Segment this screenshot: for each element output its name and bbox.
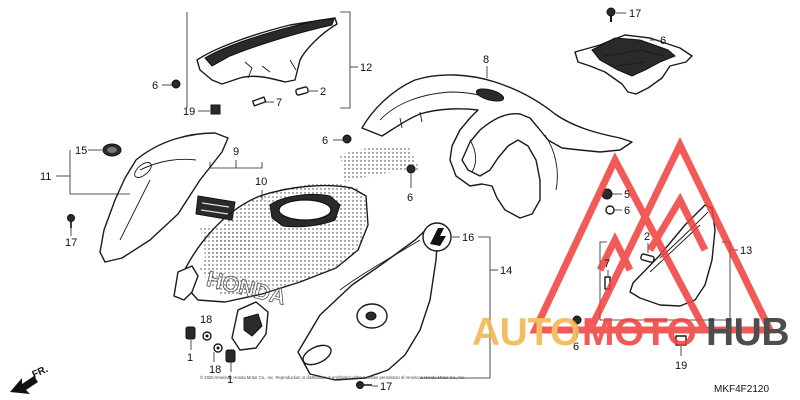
part-5-meter-bracket — [574, 34, 693, 95]
callout-2-upper: 2 — [320, 86, 326, 98]
callout-11: 11 — [40, 171, 51, 183]
callout-19-right: 19 — [675, 360, 687, 372]
part-14-side-cover — [297, 223, 439, 381]
callout-17-bottom: 17 — [380, 381, 392, 393]
callout-13: 13 — [740, 245, 752, 257]
part-2-clip-upper — [295, 86, 318, 96]
callout-6-cowl: 6 — [322, 135, 328, 147]
part-2-clip-right — [640, 243, 655, 263]
part-1-bolt-b — [225, 349, 236, 372]
part-12-bracket — [186, 11, 358, 109]
callout-7-right: 7 — [604, 258, 610, 270]
diagram-code: MKF4F2120 — [714, 384, 769, 395]
callout-6-upper: 6 — [152, 80, 158, 92]
callout-16: 16 — [462, 232, 474, 244]
part-14-16-leaders — [420, 236, 498, 379]
part-3-grommet — [601, 188, 622, 200]
cowl-stipple — [340, 145, 420, 182]
part-16-wing-emblem — [422, 222, 460, 252]
callout-6-mid: 6 — [407, 192, 413, 204]
part-9-decal — [195, 195, 236, 221]
callout-9: 9 — [233, 146, 239, 158]
copyright-text: © 2020 American Honda Motor Co., Inc. Re… — [200, 375, 465, 380]
callout-19-upper: 19 — [183, 106, 195, 118]
callout-4: 6 — [624, 205, 630, 217]
part-6-grommet-cowl-left — [333, 134, 352, 144]
left-lower-mount — [173, 265, 269, 351]
watermark-logo: AUTO MOTO HUB — [472, 136, 790, 354]
callout-14: 14 — [500, 265, 512, 277]
part-18-washer-a — [202, 331, 212, 341]
part-11-left-cover — [99, 132, 229, 263]
callout-1-b: 1 — [227, 374, 233, 386]
watermark-hub: HUB — [706, 311, 789, 354]
part-17-screw-left — [67, 214, 75, 236]
part-4-collar — [605, 205, 622, 215]
callout-3: 5 — [624, 189, 630, 201]
callout-6-right: 6 — [573, 341, 579, 353]
callout-18-a: 18 — [200, 314, 212, 326]
part-8-upper-cowl — [361, 66, 633, 219]
callout-10: 10 — [255, 176, 267, 188]
part-19-nut-upper — [198, 104, 221, 115]
callout-17-top: 17 — [629, 8, 641, 20]
callout-12: 12 — [360, 62, 372, 74]
callout-2-right: 2 — [644, 231, 650, 243]
part-7-clip-upper — [251, 96, 274, 107]
callout-17-left: 17 — [65, 237, 77, 249]
part-17-screw-bottom — [356, 381, 378, 389]
part-18-washer-b — [213, 343, 223, 362]
part-11-15-leaders — [56, 149, 130, 195]
callout-15: 15 — [75, 145, 87, 157]
watermark-auto: AUTO — [472, 311, 580, 354]
part-1-bolt — [185, 326, 196, 350]
callout-18-b: 18 — [209, 364, 221, 376]
part-12-inner-cover — [196, 17, 338, 85]
callout-labels: 17 6 8 12 6 2 7 19 6 15 9 11 10 6 5 6 17… — [40, 8, 752, 393]
part-6-grommet-upper — [162, 79, 181, 89]
callout-7-upper: 7 — [276, 97, 282, 109]
callout-1-a: 1 — [187, 352, 193, 364]
watermark-triangles — [529, 136, 776, 334]
callout-5: 6 — [660, 35, 666, 47]
part-15-emblem — [102, 143, 122, 157]
part-19-nut-right — [675, 335, 687, 356]
part-17-screw-top — [606, 7, 626, 22]
front-direction-arrow: FR. — [10, 364, 50, 394]
front-direction-label: FR. — [31, 364, 50, 381]
callout-8: 8 — [483, 54, 489, 66]
watermark-moto: MOTO — [582, 311, 696, 354]
